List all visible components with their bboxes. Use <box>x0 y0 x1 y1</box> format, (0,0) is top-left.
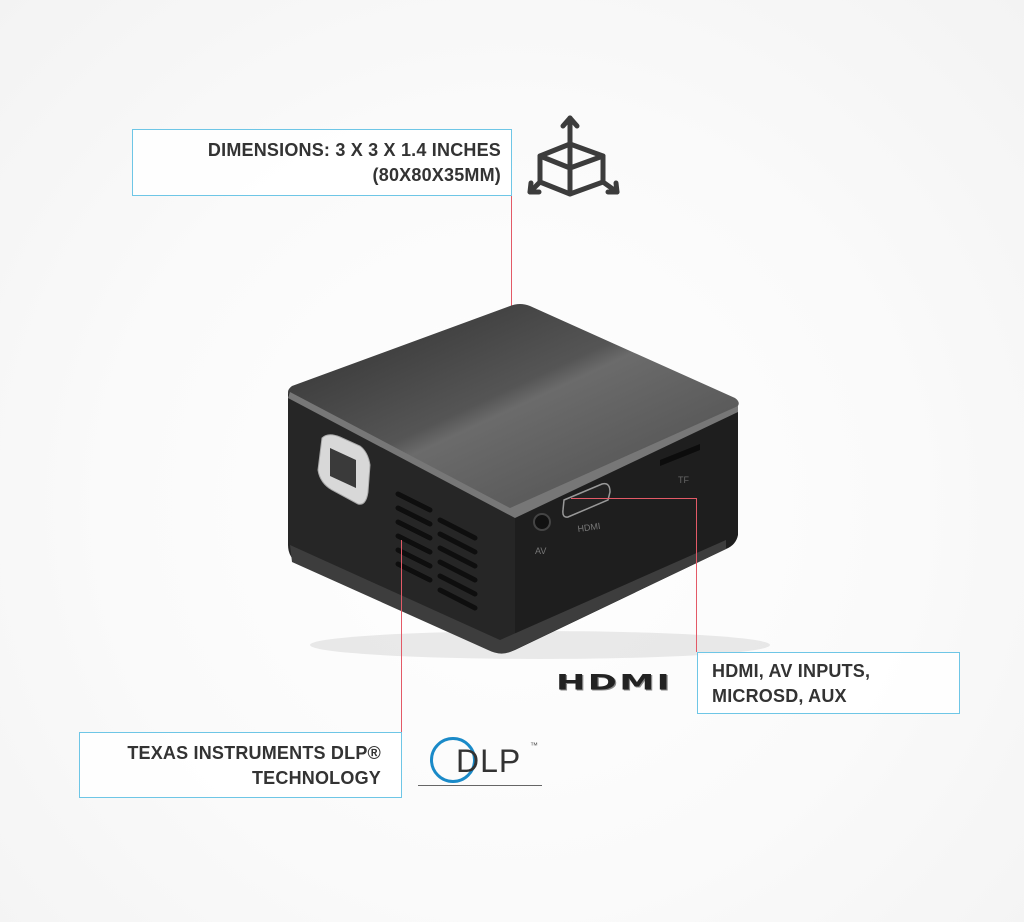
dlp-logo-text: DLP <box>456 743 522 779</box>
hdmi-leader-line-h <box>571 498 696 499</box>
tf-slot-label: TF <box>678 475 689 485</box>
dimensions-line1: DIMENSIONS: 3 X 3 X 1.4 INCHES <box>207 140 501 160</box>
dlp-leader-line <box>401 540 402 732</box>
dlp-logo-tm: ™ <box>530 741 538 750</box>
dlp-callout: TEXAS INSTRUMENTS DLP® TECHNOLOGY <box>79 732 402 798</box>
dlp-logo-circle <box>430 737 476 783</box>
dimensions-line2: (80X80X35MM) <box>372 165 501 185</box>
dimensions-callout: DIMENSIONS: 3 X 3 X 1.4 INCHES (80X80X35… <box>132 129 512 196</box>
av-port-label: AV <box>535 546 546 556</box>
dlp-logo-underline <box>418 785 542 786</box>
hdmi-logo: HDMI <box>556 670 673 695</box>
inputs-callout: HDMI, AV INPUTS, MICROSD, AUX <box>697 652 960 714</box>
inputs-line2: MICROSD, AUX <box>712 686 847 706</box>
projector-device-image: AV HDMI TF <box>288 304 770 659</box>
dlp-line1: TEXAS INSTRUMENTS DLP® <box>127 743 381 763</box>
dlp-logo: DLP ™ <box>418 735 544 791</box>
cube-3d-axes-icon <box>527 115 620 197</box>
dimensions-leader-line <box>511 196 512 330</box>
inputs-line1: HDMI, AV INPUTS, <box>712 661 871 681</box>
dlp-line2: TECHNOLOGY <box>251 768 381 788</box>
hdmi-leader-line-v <box>696 498 697 652</box>
hdmi-port-label: HDMI <box>577 521 601 534</box>
